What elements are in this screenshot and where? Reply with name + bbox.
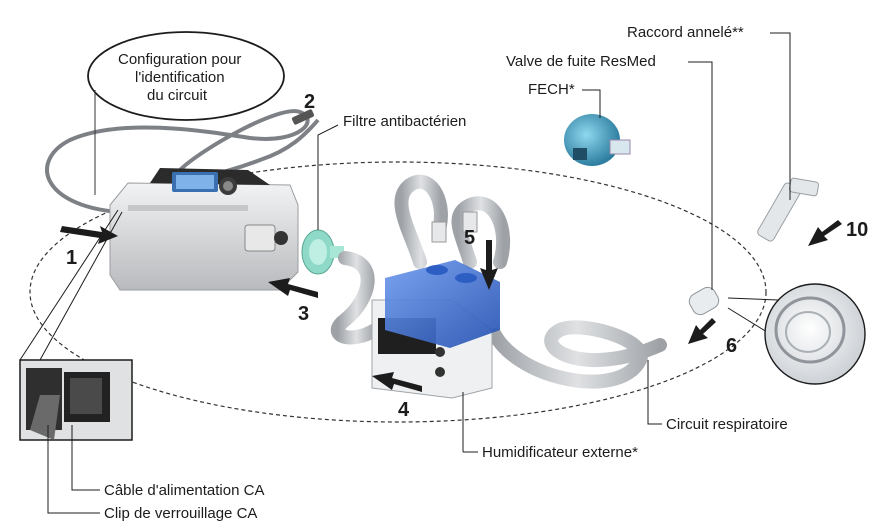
power-cable-leader [71, 425, 100, 491]
leak-valve-leader [688, 61, 713, 290]
corrugated-leader [770, 32, 791, 200]
filter-label: Filtre antibactérien [343, 113, 466, 130]
arrow-4 [372, 372, 422, 392]
fech-label: FECH* [528, 81, 575, 98]
circuit-leader [647, 360, 662, 425]
tube-humidifier-loop-left [394, 174, 448, 269]
corrugated-connector [757, 177, 820, 242]
config-label-line1: Configuration pour [118, 51, 241, 68]
humidifier-label: Humidificateur externe* [482, 444, 638, 461]
corrugated-label: Raccord annelé** [627, 24, 744, 41]
number-2: 2 [304, 91, 315, 113]
fech-leader [582, 89, 601, 118]
valve-magnified-view [727, 283, 866, 385]
cable-connector [291, 109, 315, 125]
arrow-10 [808, 220, 842, 246]
circuit-label: Circuit respiratoire [666, 416, 788, 433]
leak-valve [688, 286, 720, 316]
number-10: 10 [846, 219, 868, 241]
fech-filter [564, 114, 631, 166]
number-6: 6 [726, 335, 737, 357]
tube-patient-circuit [488, 320, 667, 389]
arrow-3 [268, 278, 318, 298]
external-humidifier [371, 260, 500, 399]
config-callout-oval [87, 31, 285, 121]
arrows [60, 220, 842, 392]
clip-label: Clip de verrouillage CA [104, 505, 257, 522]
tube-humidifier-loop-right [451, 196, 511, 269]
number-3: 3 [298, 303, 309, 325]
system-outline-ellipse [29, 161, 767, 423]
config-label-line3: du circuit [147, 87, 208, 104]
power-inlet-inset [19, 209, 133, 441]
number-4: 4 [398, 399, 410, 421]
filter-leader [317, 124, 339, 230]
ventilator-device [109, 168, 299, 291]
arrow-5 [480, 240, 498, 290]
arrow-6 [688, 318, 716, 344]
antibacterial-filter [301, 229, 344, 275]
arrow-1 [60, 226, 118, 244]
number-1: 1 [66, 247, 77, 269]
power-cable-label: Câble d'alimentation CA [104, 482, 264, 499]
config-label-line2: l'identification [135, 69, 225, 86]
leak-valve-label: Valve de fuite ResMed [506, 53, 656, 70]
clip-leader [47, 425, 100, 514]
tube-filter-to-humidifier [330, 251, 382, 345]
number-5: 5 [464, 227, 475, 249]
